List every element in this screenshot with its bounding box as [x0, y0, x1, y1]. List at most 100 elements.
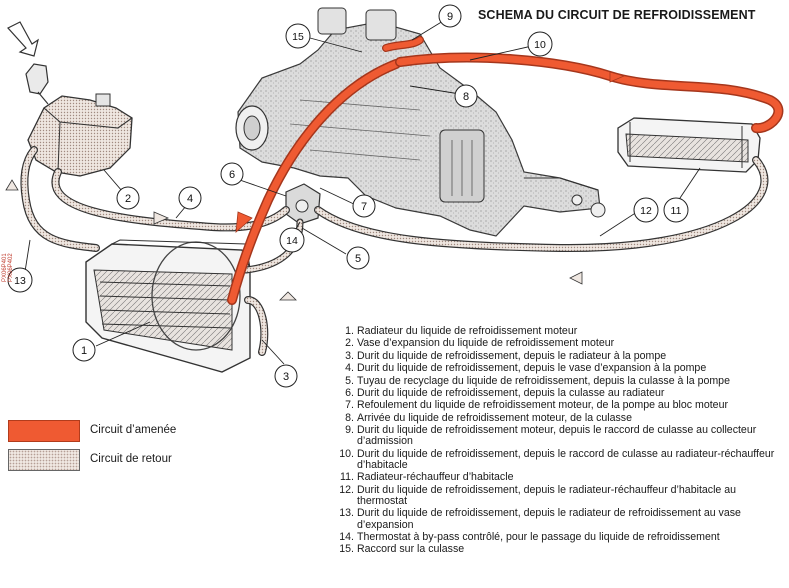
legend-text: Raccord sur la culasse: [357, 543, 465, 556]
callout-markers: 1 2 3 4 5 6 7 8 9 10 11 12 13 14 15: [7, 4, 689, 388]
legend-item: 15.Raccord sur la culasse: [337, 544, 785, 555]
legend-text: Refoulement du liquide de refroidissemen…: [357, 399, 728, 412]
legend-number: 11.: [340, 471, 354, 484]
callout-5: 5: [346, 246, 370, 270]
legend-item: 7.Refoulement du liquide de refroidissem…: [337, 400, 785, 411]
engine-block: [235, 7, 606, 237]
supply-circuit-label: Circuit d’amenée: [90, 424, 177, 436]
thermostat-housing: [285, 183, 321, 225]
flow-arrow-icon: [279, 291, 297, 301]
callout-14: 14: [279, 227, 305, 253]
legend-text: Durit du liquide de refroidissement, dep…: [357, 507, 741, 531]
legend-item: 5.Tuyau de recyclage du liquide de refro…: [337, 374, 785, 387]
svg-text:4: 4: [187, 193, 193, 205]
legend-number: 5.: [345, 374, 354, 387]
legend-text: Radiateur du liquide de refroidissement …: [357, 325, 578, 337]
legend-number: 6.: [345, 386, 354, 399]
legend-number: 12.: [339, 483, 354, 496]
legend-item: 1.Radiateur du liquide de refroidissemen…: [337, 325, 785, 337]
callout-7: 7: [352, 194, 376, 218]
flow-arrow-icon: [153, 211, 170, 225]
return-circuit-label: Circuit de retour: [90, 453, 172, 465]
legend-item: 10.Durit du liquide de refroidissement, …: [337, 447, 785, 471]
flow-arrow-icon: [609, 71, 626, 83]
fill-direction-arrow-icon: [7, 21, 39, 57]
svg-text:8: 8: [463, 91, 469, 103]
svg-text:7: 7: [361, 201, 367, 213]
callout-15: 15: [285, 23, 311, 49]
reference-code: PX06P402: [8, 253, 14, 282]
legend-text: Radiateur-réchauffeur d’habitacle: [357, 471, 514, 484]
legend-number: 9.: [345, 424, 354, 437]
legend-text: Durit du liquide de refroidissement, dep…: [357, 447, 775, 471]
engine-radiator: [85, 239, 251, 373]
legend-item: 9.Durit du liquide de refroidissement mo…: [337, 424, 785, 448]
legend-text: Durit du liquide de refroidissement, dep…: [357, 483, 737, 507]
legend-number: 4.: [345, 362, 354, 375]
legend-text: Tuyau de recyclage du liquide de refroid…: [357, 374, 730, 387]
callout-9: 9: [438, 4, 462, 28]
legend-item: 11.Radiateur-réchauffeur d’habitacle: [337, 472, 785, 483]
legend-number: 7.: [345, 399, 354, 412]
return-circuit-hoses: [20, 146, 769, 356]
legend-item: 2.Vase d’expansion du liquide de refroid…: [337, 338, 785, 349]
legend-number: 2.: [345, 337, 354, 350]
legend-text: Arrivée du liquide de refroidissement mo…: [357, 411, 632, 424]
supply-circuit-hoses: [227, 36, 784, 305]
legend-text: Thermostat à by-pass contrôlé, pour le p…: [357, 530, 720, 543]
legend-number: 14.: [339, 530, 354, 543]
legend-text: Durit du liquide de refroidissement, dep…: [357, 386, 665, 399]
svg-text:6: 6: [229, 169, 235, 181]
legend-item: 8.Arrivée du liquide de refroidissement …: [337, 411, 785, 424]
callout-4: 4: [178, 186, 202, 210]
legend-item: 3.Durit du liquide de refroidissement, d…: [337, 349, 785, 362]
callout-1: 1: [72, 338, 96, 362]
legend-number: 8.: [345, 411, 354, 424]
svg-text:12: 12: [640, 205, 652, 217]
svg-text:3: 3: [283, 371, 289, 383]
cabin-heater: [617, 117, 761, 173]
legend-text: Durit du liquide de refroidissement, dep…: [357, 349, 667, 362]
svg-text:13: 13: [14, 275, 26, 287]
supply-circuit-swatch: [8, 420, 80, 442]
callout-2: 2: [116, 186, 140, 210]
svg-text:15: 15: [292, 31, 304, 43]
callout-13: 13: [7, 267, 33, 293]
callout-10: 10: [527, 31, 553, 57]
legend-item: 6.Durit du liquide de refroidissement, d…: [337, 386, 785, 399]
svg-text:2: 2: [125, 193, 131, 205]
legend-number: 3.: [345, 349, 354, 362]
diagram-title: SCHEMA DU CIRCUIT DE REFROIDISSEMENT: [478, 8, 756, 22]
legend-item: 13.Durit du liquide de refroidissement, …: [337, 507, 785, 531]
callout-8: 8: [454, 84, 478, 108]
callout-3: 3: [274, 364, 298, 388]
legend-item: 12.Durit du liquide de refroidissement, …: [337, 483, 785, 507]
legend-number: 1.: [345, 325, 354, 337]
flow-arrows: [5, 21, 626, 301]
callout-11: 11: [663, 197, 689, 223]
parts-legend: 1.Radiateur du liquide de refroidissemen…: [337, 325, 785, 557]
callout-12: 12: [633, 197, 659, 223]
flow-arrow-icon: [5, 179, 19, 191]
svg-text:11: 11: [671, 205, 682, 217]
legend-text: Durit du liquide de refroidissement mote…: [357, 424, 757, 448]
svg-text:1: 1: [81, 345, 87, 357]
svg-text:5: 5: [355, 253, 361, 265]
svg-text:9: 9: [447, 11, 453, 23]
legend-text: Vase d’expansion du liquide de refroidis…: [357, 337, 615, 350]
expansion-tank: [25, 63, 133, 177]
legend-item: 14.Thermostat à by-pass contrôlé, pour l…: [337, 530, 785, 543]
callout-6: 6: [220, 162, 244, 186]
legend-item: 4.Durit du liquide de refroidissement, d…: [337, 362, 785, 375]
legend-text: Durit du liquide de refroidissement, dep…: [357, 362, 707, 375]
return-circuit-swatch: [8, 449, 80, 471]
flow-arrow-icon: [235, 211, 253, 233]
legend-number: 15.: [339, 543, 354, 556]
flow-arrow-icon: [569, 271, 583, 285]
svg-text:14: 14: [286, 235, 298, 247]
svg-text:10: 10: [534, 39, 546, 51]
reference-codes: PX06P401 PX06P402: [2, 253, 14, 282]
legend-number: 10.: [339, 447, 354, 460]
